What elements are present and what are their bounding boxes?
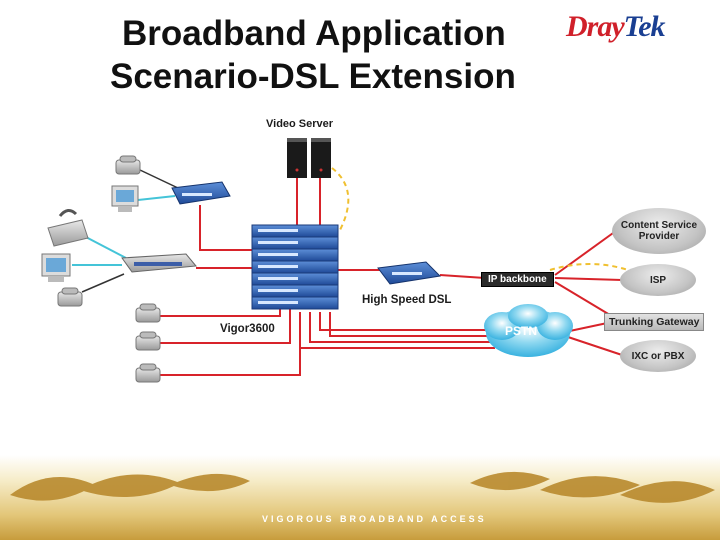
link-vigor-to-pstn-4 bbox=[299, 316, 495, 349]
phone-icon-2 bbox=[135, 331, 161, 351]
footer-tagline: VIGOROUS BROADBAND ACCESS bbox=[262, 514, 487, 524]
link-vigor-to-pstn-3 bbox=[309, 312, 490, 343]
pstn-label: PSTN bbox=[505, 324, 538, 338]
link-phone-to-vigor-2 bbox=[160, 308, 291, 344]
phone-to-router bbox=[139, 169, 179, 189]
logo-text-dray: Dray bbox=[566, 10, 625, 43]
lan-pc-to-router bbox=[137, 195, 176, 201]
lan-links bbox=[72, 195, 176, 266]
link-backbone-to-isp bbox=[554, 277, 623, 281]
phone-icon-top bbox=[115, 155, 141, 175]
link-backbone-to-tg bbox=[554, 281, 616, 319]
pc-icon-left bbox=[41, 253, 71, 282]
dashed-backbone-to-isp bbox=[549, 263, 629, 271]
isp-node: ISP bbox=[620, 264, 696, 296]
fax-icon bbox=[47, 209, 89, 247]
high-speed-dsl-label: High Speed DSL bbox=[362, 294, 452, 306]
title-line-2: Scenario-DSL Extension bbox=[110, 57, 516, 96]
video-server-icon bbox=[287, 138, 331, 178]
pstn-cloud-icon bbox=[484, 304, 573, 357]
content-service-provider-node: Content Service Provider bbox=[612, 208, 706, 254]
isp-label: ISP bbox=[649, 274, 667, 286]
dsl-modem-icon bbox=[377, 261, 442, 285]
dashed-links bbox=[331, 167, 629, 271]
title-line-1: Broadband Application bbox=[122, 14, 506, 53]
link-pstn-to-ixc bbox=[564, 335, 623, 356]
link-router-top-to-vigor bbox=[199, 205, 252, 251]
pc-icon-top bbox=[111, 185, 139, 212]
link-vigor-to-pstn-2 bbox=[329, 312, 488, 337]
red-links bbox=[160, 178, 623, 376]
ip-backbone-label: IP backbone bbox=[481, 272, 554, 287]
link-backbone-to-csp bbox=[554, 227, 621, 276]
vigor3600-label: Vigor3600 bbox=[220, 323, 275, 335]
ixc-or-pbx-label: IXC or PBX bbox=[631, 350, 685, 362]
draytek-logo: DrayTek bbox=[566, 10, 706, 50]
phone-icon-left bbox=[57, 287, 83, 307]
vigor3600-device-icon bbox=[251, 224, 339, 310]
phone-icon-1 bbox=[135, 303, 161, 323]
trunking-gateway-label: Trunking Gateway bbox=[604, 313, 705, 331]
phone-links bbox=[81, 169, 179, 293]
phone-to-switch bbox=[81, 273, 125, 293]
footer-band bbox=[0, 455, 720, 540]
logo-text-tek: Tek bbox=[623, 10, 666, 43]
video-server-label: Video Server bbox=[266, 118, 334, 130]
dashed-server-to-vigor bbox=[331, 167, 350, 231]
lan-fax-to-switch bbox=[81, 234, 127, 259]
switch-icon bbox=[121, 253, 197, 273]
router-top-icon bbox=[171, 181, 231, 205]
link-vigor-to-pstn-1 bbox=[319, 312, 490, 331]
link-dsl-to-backbone bbox=[439, 274, 486, 279]
phone-icon-3 bbox=[135, 363, 161, 383]
page-title: Broadband Application Scenario-DSL Exten… bbox=[0, 12, 680, 98]
footer-ornament bbox=[10, 471, 715, 503]
content-service-provider-label: Content Service Provider bbox=[620, 220, 698, 242]
ixc-or-pbx-node: IXC or PBX bbox=[620, 340, 696, 372]
